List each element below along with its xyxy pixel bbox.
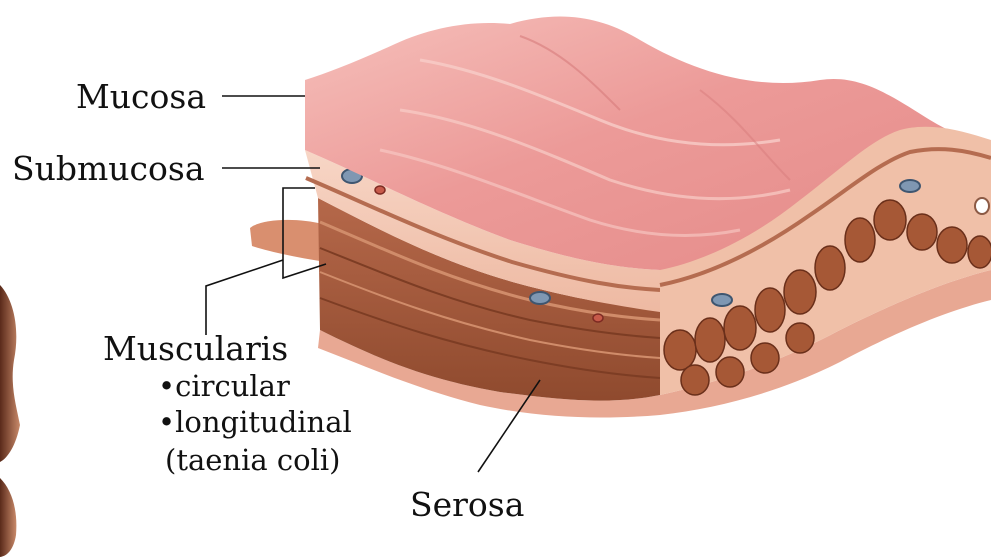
label-longitudinal-row: •longitudinal [158, 408, 352, 437]
label-muscularis: Muscularis [103, 332, 288, 365]
label-circular: circular [175, 369, 290, 403]
label-mucosa: Mucosa [76, 80, 206, 113]
label-taenia-coli: (taenia coli) [165, 446, 340, 475]
muscularis-leader [206, 260, 283, 335]
colon-edge-illustration [0, 285, 20, 557]
bullet-icon: • [158, 405, 175, 439]
label-submucosa: Submucosa [12, 152, 205, 185]
label-serosa: Serosa [410, 488, 524, 521]
label-longitudinal: longitudinal [175, 405, 352, 439]
label-circular-row: •circular [158, 372, 290, 401]
bullet-icon: • [158, 369, 175, 403]
